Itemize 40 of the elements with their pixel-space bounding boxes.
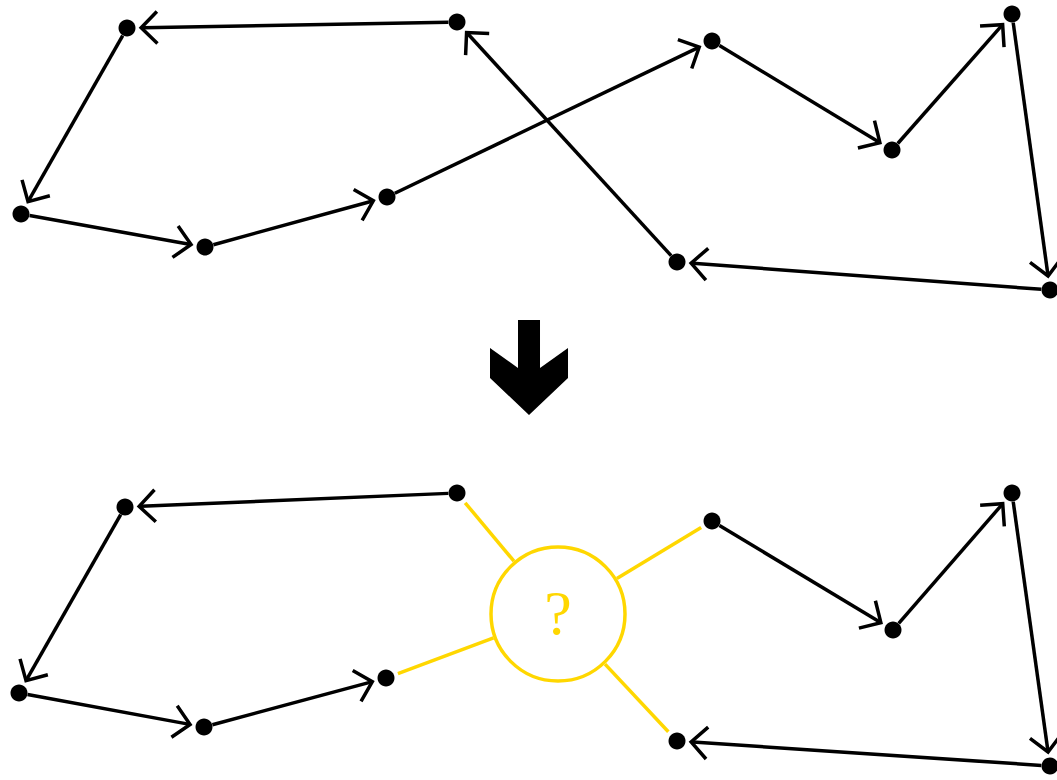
arrow: [463, 30, 673, 257]
dot: [118, 19, 136, 37]
connector-line: [603, 663, 670, 733]
arrow: [138, 10, 449, 45]
arrow: [212, 188, 376, 247]
arrow: [18, 513, 123, 683]
arrow: [688, 247, 1042, 292]
arrow: [688, 725, 1042, 768]
dot: [378, 188, 396, 206]
arrow: [136, 488, 449, 523]
arrow: [211, 668, 375, 727]
arrow: [1011, 501, 1057, 755]
arrow: [29, 213, 194, 259]
dot: [703, 32, 721, 50]
dot: [668, 732, 686, 750]
dot: [116, 498, 134, 516]
dot: [1003, 484, 1021, 502]
arrow: [394, 38, 702, 195]
dot: [195, 718, 213, 736]
dot: [196, 238, 214, 256]
dot: [884, 621, 902, 639]
arrow: [20, 34, 125, 204]
dot: [703, 512, 721, 530]
dot: [377, 669, 395, 687]
dot: [668, 253, 686, 271]
dot: [10, 684, 28, 702]
dot: [883, 141, 901, 159]
dot: [12, 205, 30, 223]
arrow: [27, 692, 193, 739]
dot: [448, 13, 466, 31]
arrow: [897, 501, 1007, 625]
arrow: [718, 44, 882, 150]
connector-line: [397, 636, 495, 676]
dot: [1003, 5, 1021, 23]
connector-line: [463, 501, 516, 563]
dot: [448, 484, 466, 502]
arrow: [1011, 22, 1057, 279]
arrow: [718, 524, 883, 630]
connector-line: [615, 526, 703, 580]
arrow: [896, 22, 1006, 145]
